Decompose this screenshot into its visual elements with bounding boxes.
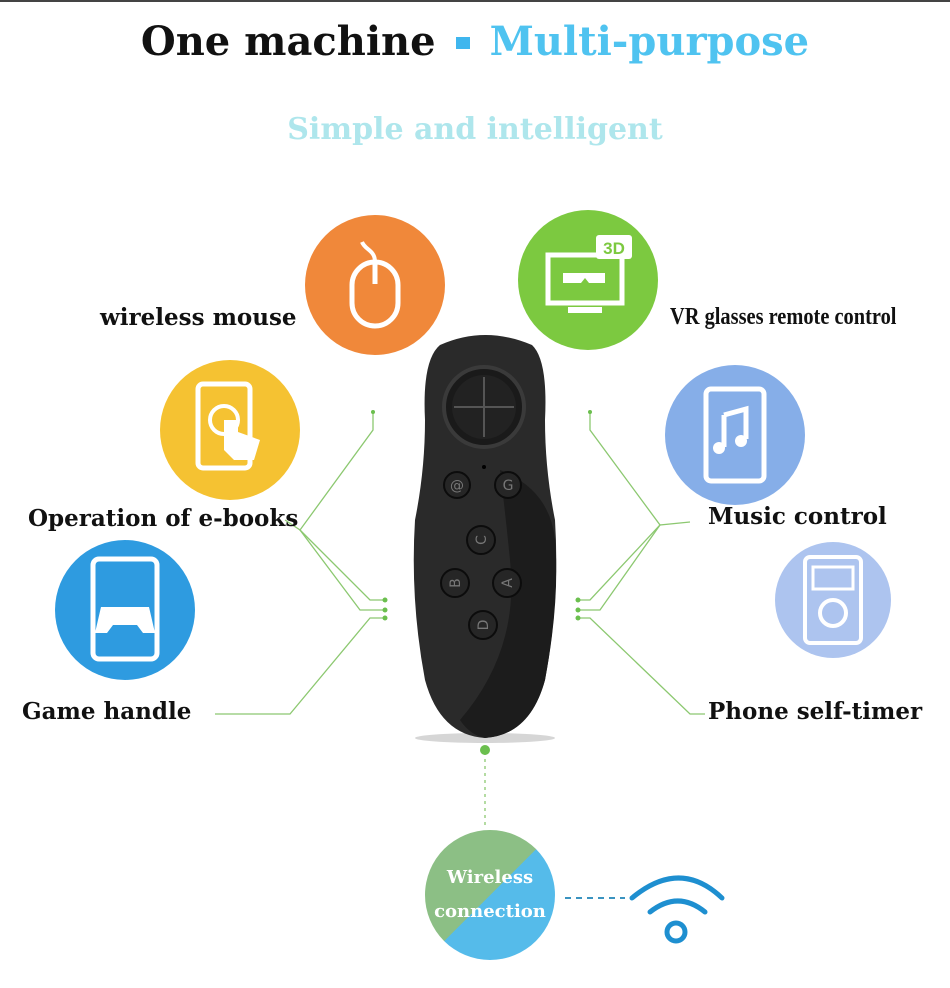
wireless-label-line1: Wireless — [446, 867, 534, 888]
label-game: Game handle — [22, 698, 192, 725]
label-music: Music control — [708, 503, 887, 530]
phone-music-icon — [703, 386, 767, 484]
label-wireless-mouse: wireless mouse — [100, 304, 297, 331]
feature-circle-selftimer — [775, 542, 891, 658]
title-separator — [455, 37, 470, 49]
3d-monitor-icon: 3D — [545, 235, 632, 313]
feature-circle-mouse — [305, 215, 445, 355]
title-left: One machine — [140, 18, 436, 65]
svg-text:3D: 3D — [603, 239, 625, 258]
feature-circle-music — [665, 365, 805, 505]
page-title: One machine Multi-purpose — [0, 18, 950, 65]
feature-circle-game — [55, 540, 195, 680]
title-right: Multi-purpose — [489, 18, 810, 65]
feature-circle-ebooks — [160, 360, 300, 500]
label-vr-remote: VR glasses remote control — [670, 304, 897, 330]
wireless-connection-circle: Wireless connection — [425, 830, 555, 960]
label-ebooks: Operation of e-books — [28, 505, 299, 532]
mouse-icon — [349, 241, 401, 329]
feature-circle-vr: 3D — [518, 210, 658, 350]
phone-touch-icon — [195, 381, 260, 471]
top-divider — [0, 0, 950, 2]
tablet-gamepad-icon — [90, 556, 160, 662]
phone-camera-icon — [803, 555, 863, 645]
wireless-label-line2: connection — [434, 901, 546, 922]
subtitle: Simple and intelligent — [287, 112, 663, 147]
label-selftimer: Phone self-timer — [708, 698, 923, 725]
